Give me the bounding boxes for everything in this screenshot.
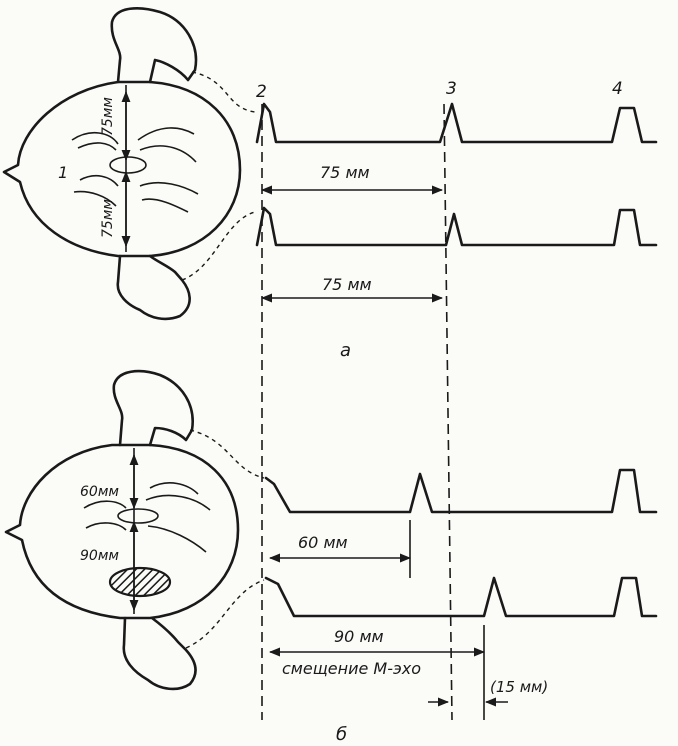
connector-bottom-b xyxy=(185,579,265,649)
echo-trace-a2 xyxy=(255,206,658,247)
probe-top-b xyxy=(112,369,194,447)
peak-label-3: 3 xyxy=(446,79,457,99)
label-midline-1: 1 xyxy=(58,163,68,182)
peak-label-4: 4 xyxy=(612,79,623,99)
third-ventricle-b xyxy=(117,508,159,524)
connector-top-a xyxy=(191,71,256,113)
probe-top-a xyxy=(110,7,198,84)
connector-top-b xyxy=(189,429,265,479)
head-outline-b xyxy=(4,443,240,620)
head-bottom-mm-a: 75мм xyxy=(100,199,116,238)
head-top-mm-b: 60мм xyxy=(80,484,119,500)
shift-label: смещение М-эхо xyxy=(282,659,421,678)
peak-label-2: 2 xyxy=(256,82,267,102)
panel-label-a: а xyxy=(340,340,351,361)
panel-b: 60мм 90мм 60 мм 90 мм смещение М-эхо (15… xyxy=(4,369,658,745)
left-ventricles-b xyxy=(83,500,127,531)
right-ventricles-b xyxy=(145,482,211,553)
head-outline-a xyxy=(2,80,242,258)
reference-line-3 xyxy=(443,103,453,721)
distance-label-b2: 90 мм xyxy=(334,627,384,646)
right-ventricles-a xyxy=(137,127,199,213)
echo-trace-b1 xyxy=(264,468,658,514)
probe-bottom-b xyxy=(122,616,197,691)
probe-bottom-a xyxy=(116,254,191,321)
shift-value: (15 мм) xyxy=(490,678,548,696)
left-ventricles-a xyxy=(71,132,119,207)
third-ventricle-a xyxy=(109,156,147,174)
head-top-mm-a: 75мм xyxy=(100,97,116,136)
echo-trace-b2 xyxy=(264,576,658,618)
echo-trace-a1 xyxy=(255,102,658,144)
panel-label-b: б xyxy=(336,724,347,745)
hematoma-mass xyxy=(108,566,172,598)
distance-label-a2: 75 мм xyxy=(322,275,372,294)
connector-bottom-a xyxy=(181,211,256,281)
distance-label-a1: 75 мм xyxy=(320,163,370,182)
panel-a: 1 75мм 75мм 2 3 4 75 мм 75 мм а xyxy=(2,7,658,361)
distance-label-b1: 60 мм xyxy=(298,533,348,552)
head-bottom-mm-b: 90мм xyxy=(80,548,119,564)
